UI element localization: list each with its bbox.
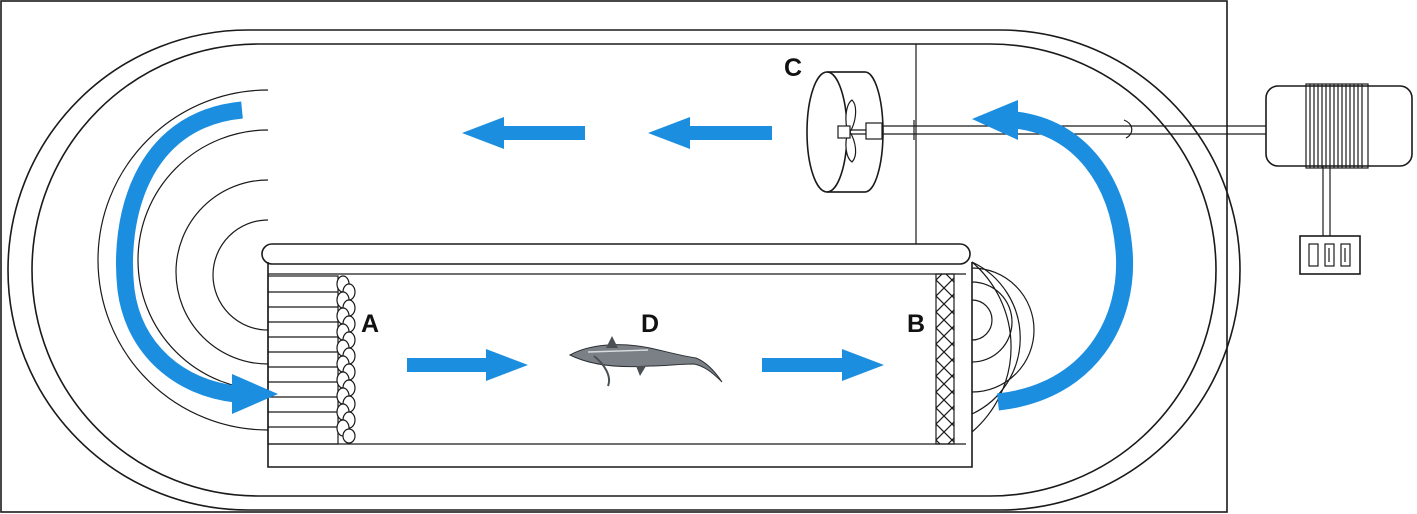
flow-arrow-top-right <box>648 117 772 149</box>
turning-vanes-right <box>971 261 1035 433</box>
flow-arrow-right-bend <box>972 100 1134 411</box>
honeycomb-straightener <box>267 275 356 445</box>
central-divider <box>261 243 971 265</box>
mesh-screen <box>935 273 955 445</box>
propeller-icon <box>837 99 883 163</box>
label-propeller: C <box>784 54 802 82</box>
label-screen: B <box>907 310 925 338</box>
sturgeon-icon <box>568 336 723 387</box>
label-test-section: D <box>641 310 659 338</box>
controller-icon <box>1299 166 1361 275</box>
outer-wall-inner <box>31 43 1217 497</box>
flow-arrow-test-2 <box>762 349 884 381</box>
flow-arrow-test-1 <box>407 349 528 381</box>
turning-vanes-left <box>97 89 269 431</box>
label-honeycomb: A <box>361 310 379 338</box>
motor-icon <box>1265 83 1413 169</box>
outer-wall-outer <box>7 29 1241 511</box>
flow-arrow-top-left <box>462 117 585 149</box>
outer-frame <box>0 0 1228 513</box>
flow-arrow-left-bend <box>116 101 278 414</box>
